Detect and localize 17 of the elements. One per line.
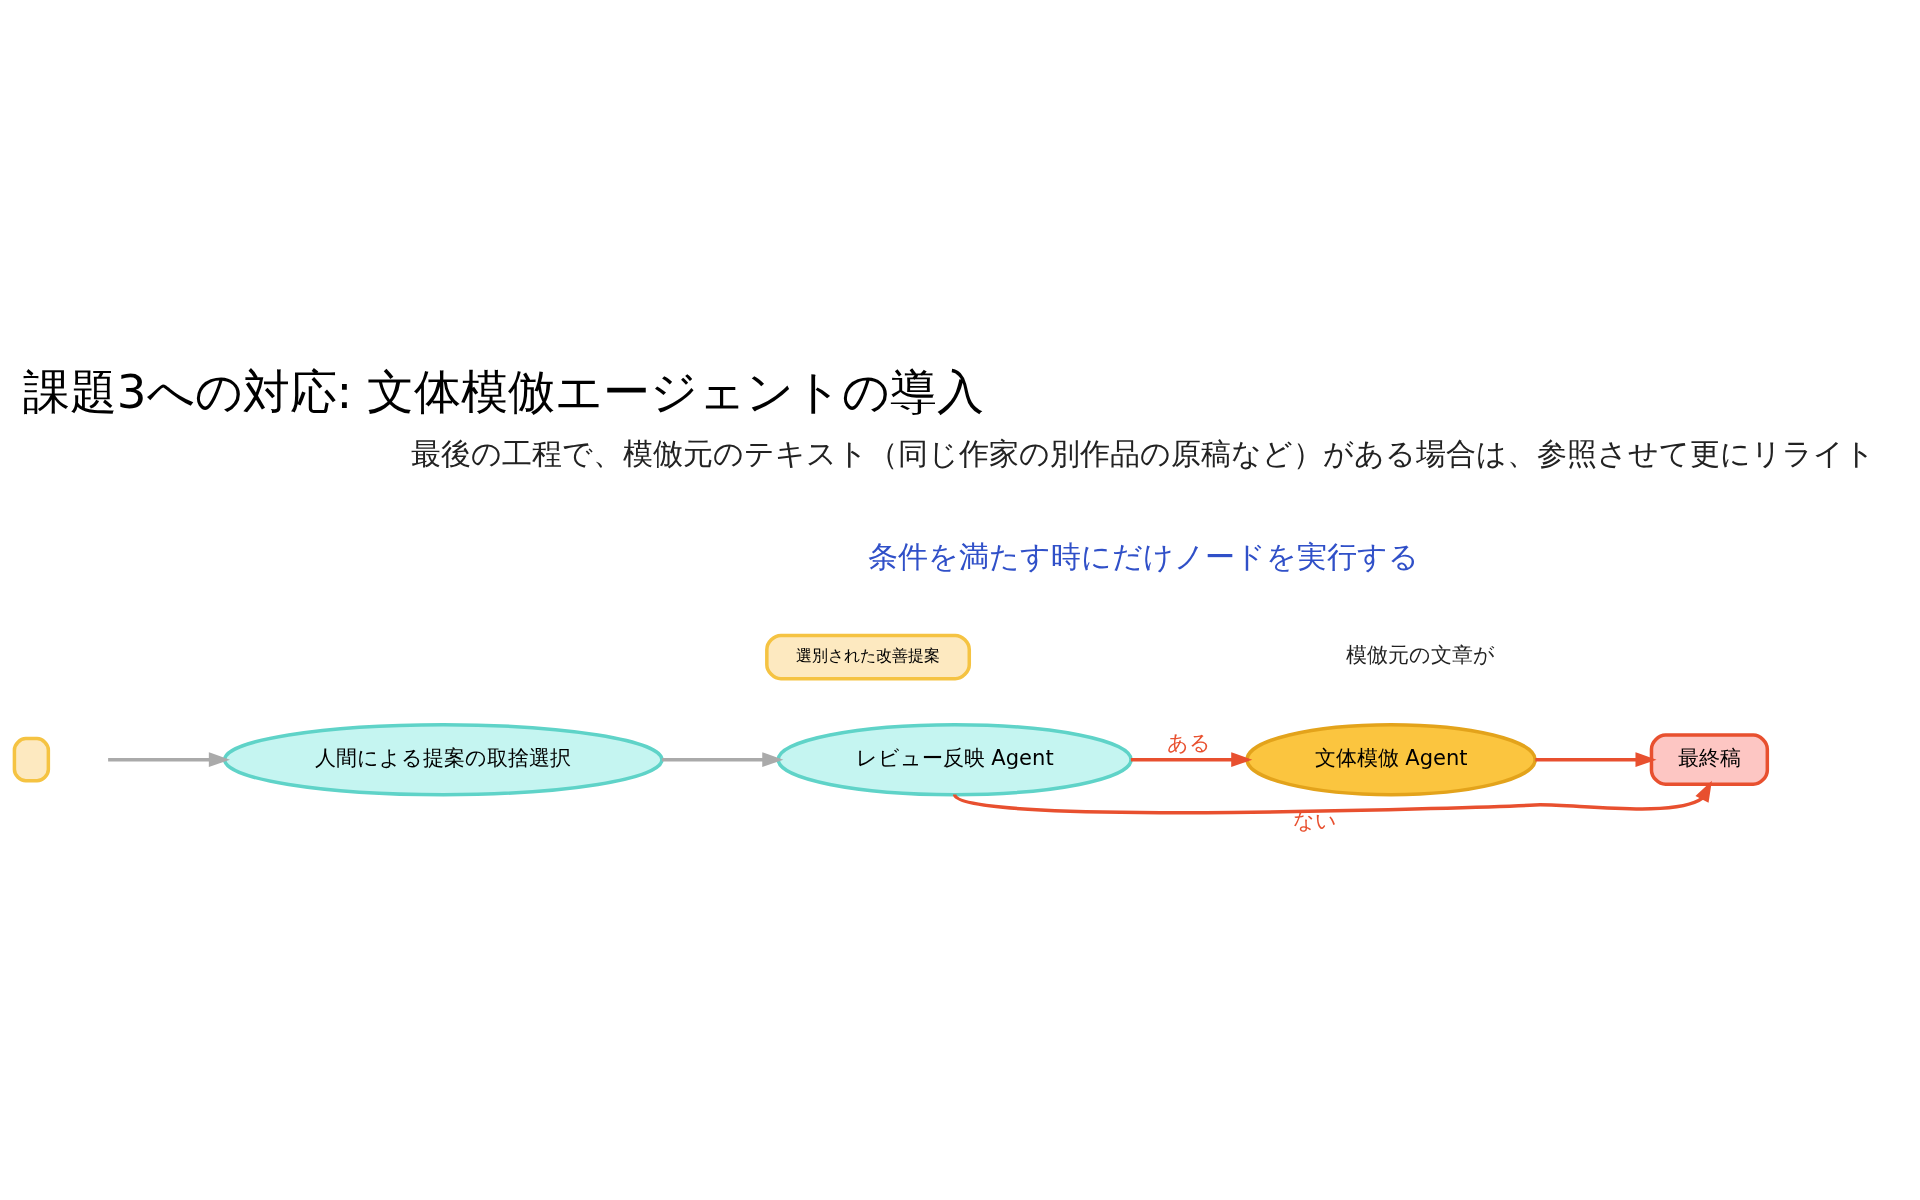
node-ellipse: レビュー反映 Agent <box>776 722 1133 797</box>
arrow <box>1130 752 1252 768</box>
node-ellipse: 人間による提案の取捨選択 <box>222 722 664 797</box>
label: 最後の工程で、模倣元のテキスト（同じ作家の別作品の原稿など）がある場合は、参照させて更にリライト <box>410 435 1875 471</box>
node-ellipse: 文体模倣 Agent <box>1244 722 1537 797</box>
node-box <box>12 736 50 783</box>
diagram-title: 課題3への対応: 文体模倣エージェントの導入 <box>22 364 984 419</box>
node-box: 最終稿 <box>1649 733 1769 786</box>
arrow <box>953 780 1712 815</box>
edge-label: ない <box>1292 807 1337 833</box>
node-box: 選別された改善提案 <box>764 633 971 681</box>
edge-label: ある <box>1166 729 1211 755</box>
label: 条件を満たす時にだけノードを実行する <box>867 538 1419 574</box>
arrow <box>661 752 783 768</box>
arrow <box>1534 752 1657 768</box>
arrow <box>107 752 230 768</box>
label: 模倣元の文章が <box>1345 642 1495 668</box>
